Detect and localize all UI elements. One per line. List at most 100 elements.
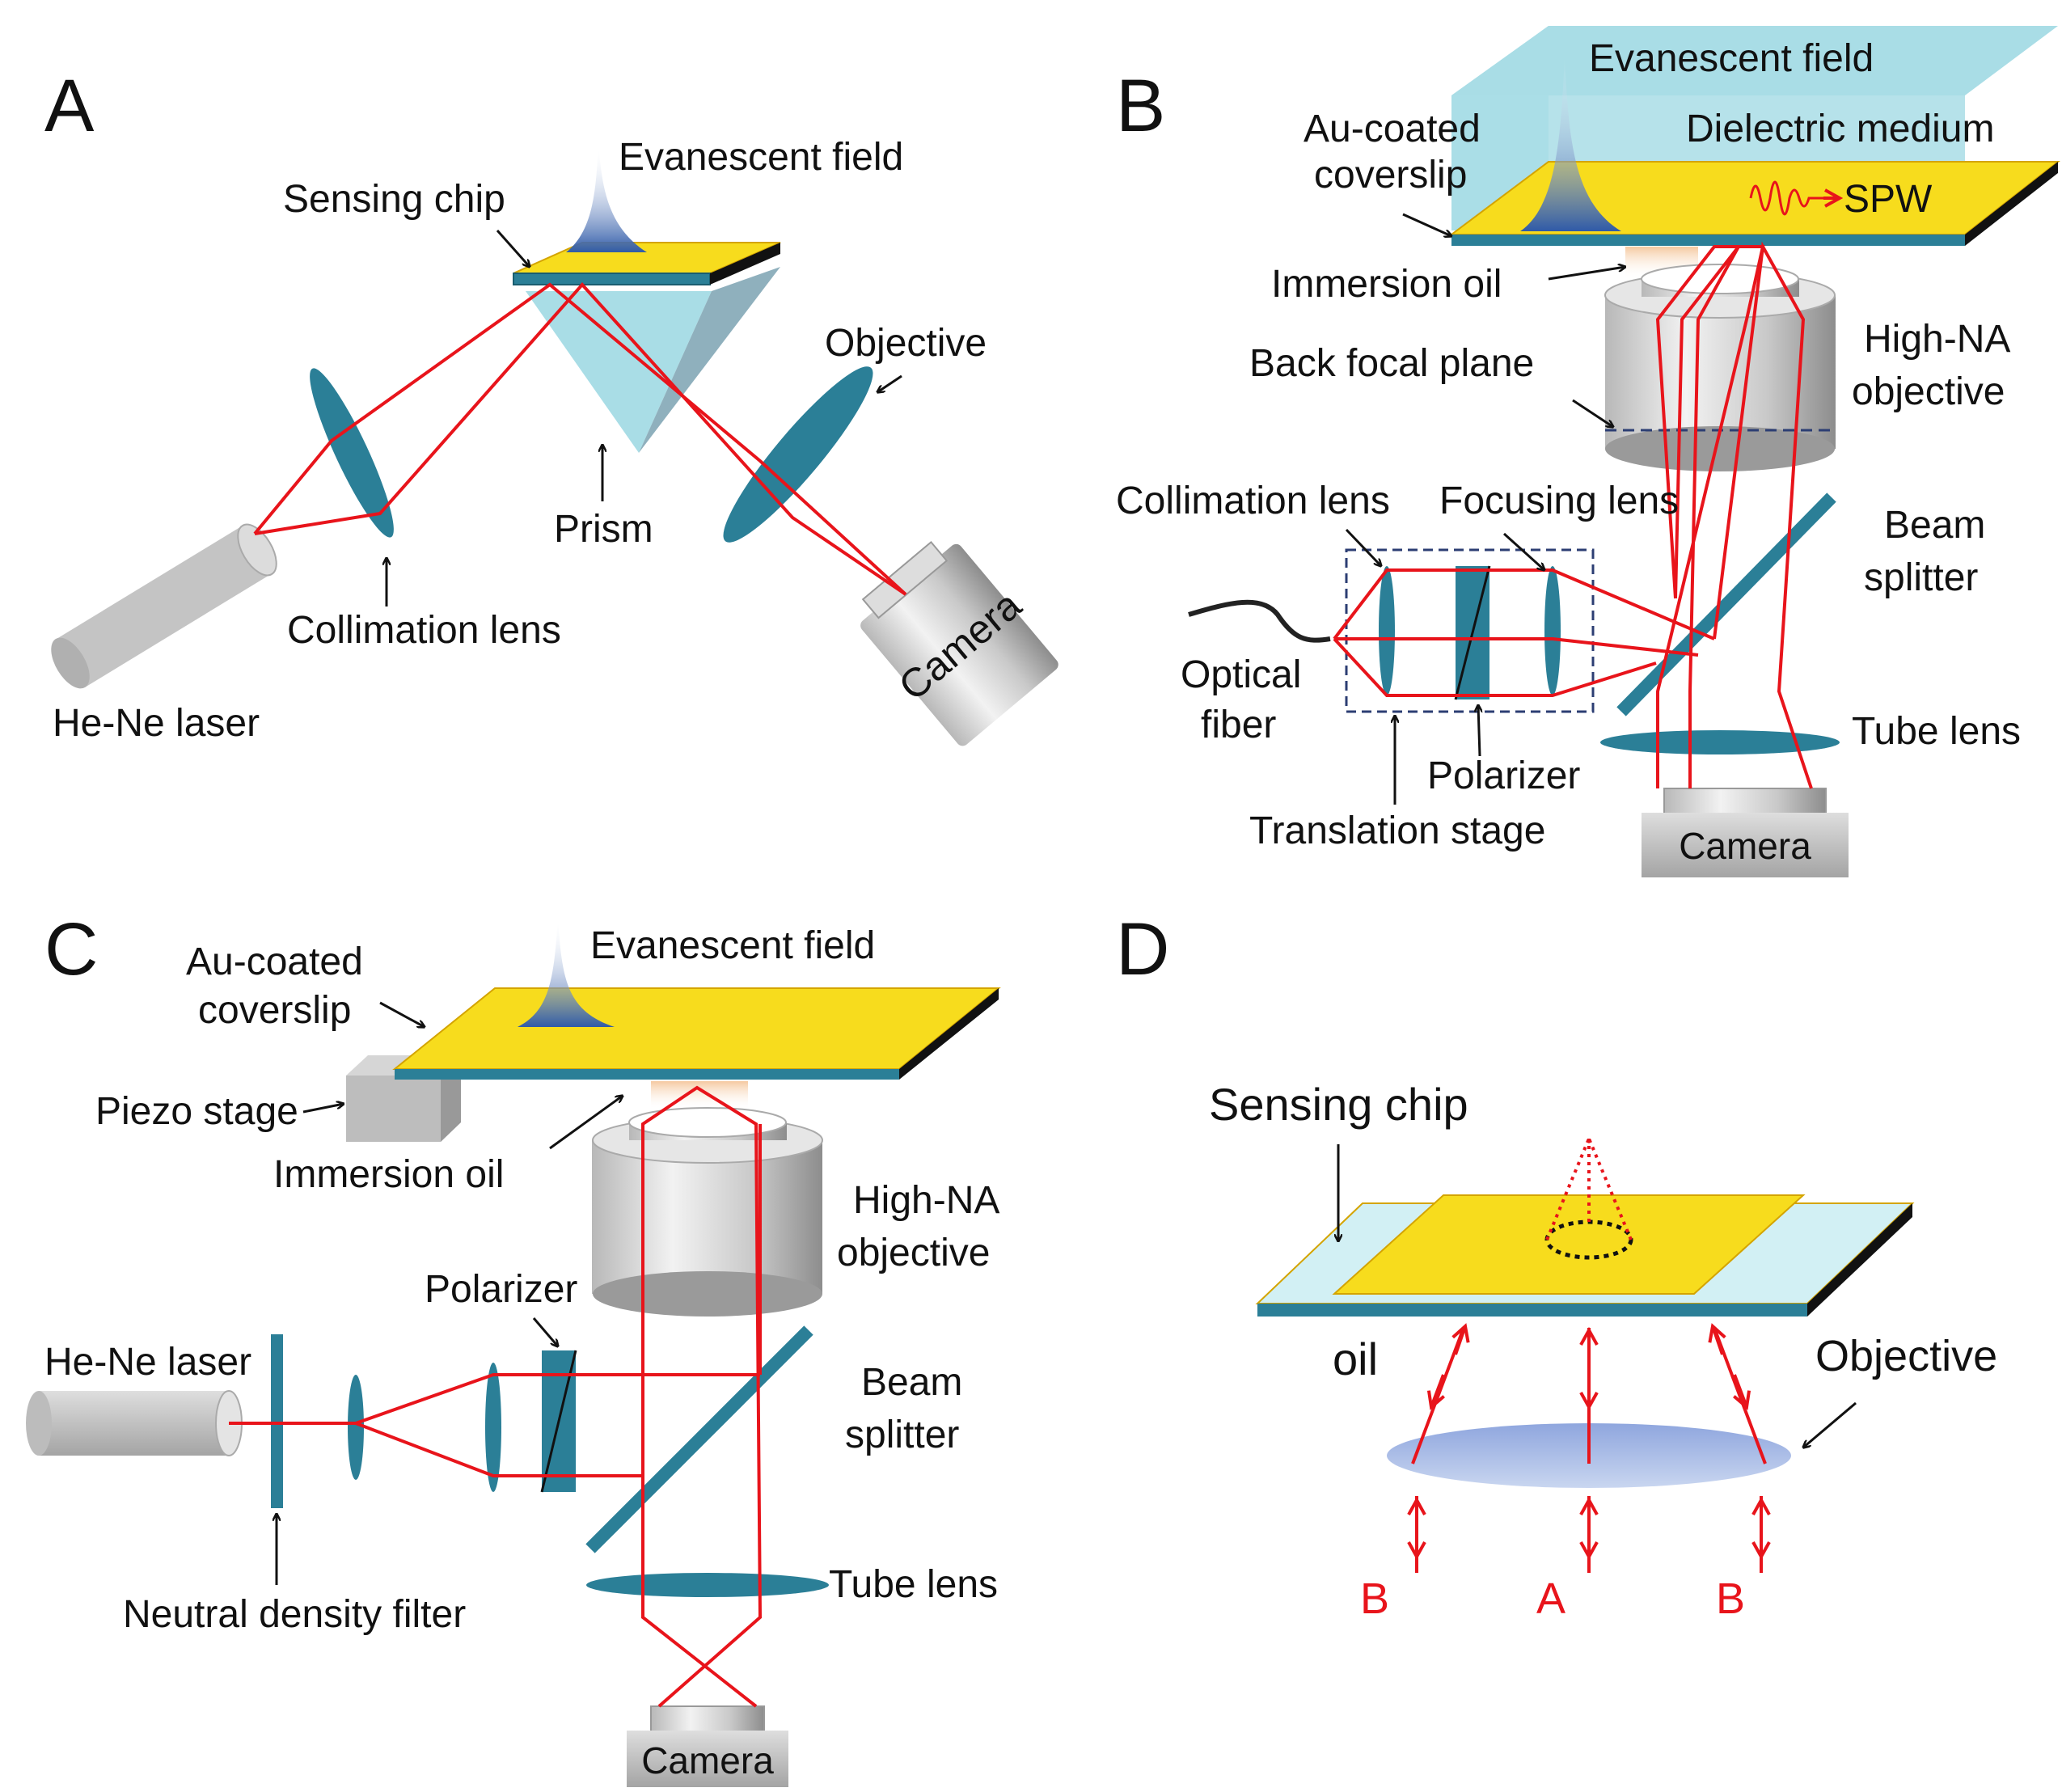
panel-c-laser-label: He-Ne laser [44,1341,251,1384]
panel-b-au-coated-label-2: coverslip [1314,154,1467,197]
panel-b-focusing-arrow [1502,532,1544,570]
panel-c-evanescent-label: Evanescent field [590,924,875,967]
panel-c-beam-label-1: Beam [861,1361,962,1404]
panel-c-coverslip [392,987,1001,1080]
panel-b-polarizer-label: Polarizer [1427,754,1580,797]
panel-b-optical-label-1: Optical [1181,653,1301,696]
panel-a-laser [51,523,277,689]
panel-c-lens-2 [485,1363,501,1492]
panel-d-objective-label: Objective [1815,1332,1997,1380]
panel-c-tube-lens-label: Tube lens [829,1563,998,1606]
panel-c-tube-lens [586,1573,829,1597]
panel-a-sensing-chip [513,242,781,285]
panel-label-a: A [44,65,95,147]
panel-c-beam-label-2: splitter [845,1414,959,1456]
panel-a-collimation-label: Collimation lens [287,609,561,652]
panel-label-b: B [1116,65,1165,147]
panel-b-camera: Camera [1642,788,1849,877]
panel-b-camera-label: Camera [1679,825,1811,867]
panel-a-prism-label: Prism [554,508,653,551]
panel-c-immersion-oil-arrow [549,1096,623,1150]
panel-d-rays [1413,1326,1765,1573]
panel-b-coverslip [1449,161,2060,246]
panel-c: C [26,908,1001,1787]
panel-d-label-b-left: B [1360,1574,1389,1623]
panel-b-immersion-oil-label: Immersion oil [1271,263,1502,306]
panel-c-au-coated-label-1: Au-coated [186,940,363,983]
panel-b-bfp-arrow [1572,399,1613,427]
panel-b-optical-fiber [1188,599,1331,643]
panel-a-sensing-chip-arrow [496,230,530,267]
panel-a-sensing-chip-label: Sensing chip [283,178,505,221]
panel-a-evanescent-field [566,146,647,252]
panel-c-objective [592,1107,823,1317]
panel-c-polarizer-label: Polarizer [425,1268,577,1311]
panel-a-collimation-lens [310,368,394,538]
panel-c-beam-splitter [585,1325,813,1553]
panel-c-objective-label-2: objective [837,1232,990,1274]
panel-b-beam-splitter [1616,492,1836,716]
panel-b-bfp-label: Back focal plane [1249,342,1534,385]
panel-b-focusing-label: Focusing lens [1439,480,1679,522]
panel-b: B [1116,26,2060,877]
panel-b-objective [1604,264,1836,471]
panel-b-collimation-lens [1379,566,1395,695]
panel-c-immersion-oil [651,1081,748,1109]
panel-a-objective-label: Objective [825,322,987,365]
panel-c-lens-1 [348,1375,364,1480]
panel-b-objective-label-1: High-NA [1864,318,2010,361]
panel-b-translation-stage [1345,548,1595,713]
panel-c-nd-filter [271,1334,283,1508]
panel-d-cone [1544,1138,1633,1260]
panel-c-au-coated-label-2: coverslip [198,989,351,1032]
panel-a-objective-arrow [877,374,902,392]
panel-b-spw-label: SPW [1844,178,1933,221]
panel-a-rays [253,281,907,596]
panel-b-evanescent-label: Evanescent field [1589,37,1874,80]
panel-b-objective-label-2: objective [1852,370,2005,413]
panel-c-camera-label: Camera [641,1739,774,1781]
panel-a-objective-lens [723,366,873,543]
panel-d: D [1116,908,1997,1623]
panel-d-objective-arrow [1803,1401,1857,1448]
panel-b-collimation-label: Collimation lens [1116,480,1390,522]
panel-c-coverslip-arrow [379,1001,425,1027]
panel-b-translation-label: Translation stage [1249,809,1545,852]
panel-b-au-coated-label-1: Au-coated [1304,108,1481,150]
panel-label-c: C [44,908,98,991]
panel-c-piezo-label: Piezo stage [95,1090,298,1133]
panel-d-label-b-right: B [1716,1574,1745,1623]
panel-label-d: D [1116,908,1169,991]
panel-a-camera: Camera [860,540,1058,746]
panel-b-spw-wave [1749,180,1823,216]
panel-b-beam-label-1: Beam [1884,504,1985,547]
panel-b-polarizer-line [1454,565,1491,700]
panel-b-coverslip-arrow [1402,213,1451,236]
panel-c-piezo-arrow [302,1104,344,1114]
panel-c-evanescent-field [518,918,615,1027]
panel-b-polarizer-arrow [1478,705,1480,757]
panel-b-immersion-oil-arrow [1548,267,1625,281]
panel-a-evanescent-label: Evanescent field [619,136,903,179]
panel-c-polarizer-arrow [532,1317,558,1346]
panel-b-dielectric-label: Dielectric medium [1686,108,1994,150]
panel-d-sensing-chip-label: Sensing chip [1209,1079,1468,1130]
panel-b-focusing-lens [1544,566,1561,695]
panel-c-laser [26,1390,243,1456]
panel-c-nd-filter-label: Neutral density filter [123,1593,466,1636]
panel-c-rays [229,1085,763,1708]
panel-b-optical-label-2: fiber [1201,704,1276,746]
panel-c-objective-label-1: High-NA [853,1179,999,1222]
panel-d-oil-label: oil [1333,1333,1378,1384]
panel-a-laser-label: He-Ne laser [53,702,260,745]
panel-c-camera: Camera [627,1705,788,1787]
panel-b-collimation-arrow [1345,528,1381,566]
panel-b-evanescent-field [1520,57,1621,231]
panel-b-beam-label-2: splitter [1864,556,1978,599]
panel-b-rays [1333,241,1813,789]
panel-d-label-a: A [1536,1574,1566,1623]
panel-d-sensing-chip [1255,1194,1915,1317]
panel-a-prism [526,267,780,453]
panel-c-immersion-oil-label: Immersion oil [273,1153,504,1196]
